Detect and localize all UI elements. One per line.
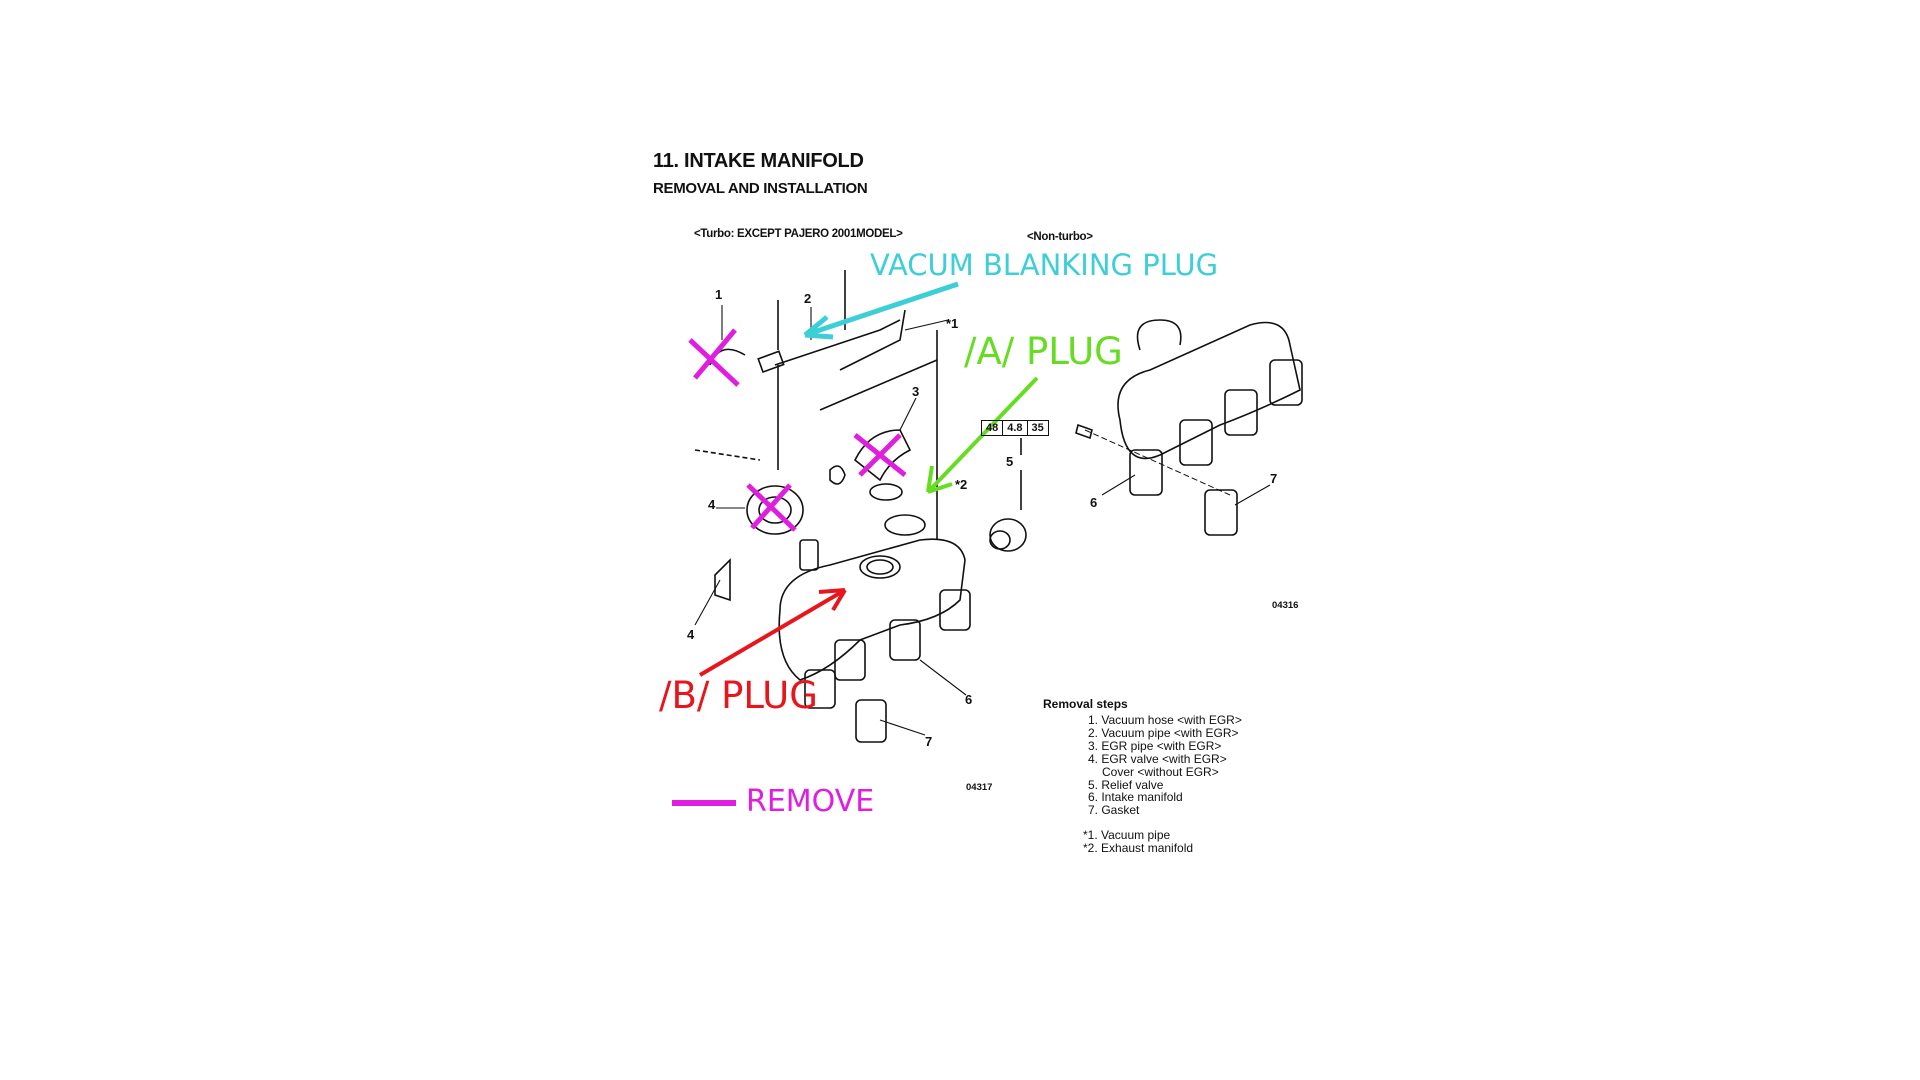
removal-step: 1. Vacuum hose <with EGR> [1088, 713, 1242, 727]
torque-value: 35 [1026, 421, 1048, 435]
egr-pipe [829, 429, 926, 536]
torque-value: 48 [986, 422, 999, 434]
part-number: 4 [687, 627, 695, 642]
removal-step: 3. EGR pipe <with EGR> [1088, 738, 1222, 753]
gasket [855, 699, 887, 743]
non-turbo-variant-label: <Non-turbo> [1027, 231, 1093, 243]
removal-steps-list: 1. Vacuum hose <with EGR> 2. Vacuum pipe… [1083, 713, 1242, 855]
torque-spec-box: 48 4.8 35 [981, 420, 1049, 436]
part-number: 5 [1006, 454, 1014, 469]
part-number: *1 [946, 316, 959, 331]
removal-note: *2. Exhaust manifold [1083, 841, 1194, 856]
vacuum-plug-arrow [803, 281, 959, 340]
part-number: *2 [955, 477, 968, 492]
intake-manifold-non-turbo [1075, 319, 1303, 536]
page-title: 11. INTAKE MANIFOLD [653, 150, 864, 172]
a-plug-label: /A/ PLUG [964, 330, 1123, 373]
part-number: 7 [925, 734, 933, 749]
part-number: 4 [708, 497, 716, 512]
removal-step: 5. Relief valve [1088, 777, 1164, 792]
removal-step: Cover <without EGR> [1102, 764, 1219, 779]
torque-value: 4.8 [1002, 421, 1026, 435]
part-number: 7 [1270, 471, 1278, 486]
part-number: 6 [965, 692, 973, 707]
vacuum-blanking-plug-label: VACUM BLANKING PLUG [870, 248, 1219, 282]
removal-step: 6. Intake manifold [1088, 790, 1183, 805]
relief-valve [989, 438, 1027, 552]
part-number: 6 [1090, 495, 1098, 510]
vacuum-hose-pipe [694, 270, 938, 540]
removal-note: *1. Vacuum pipe [1083, 828, 1171, 843]
remove-marks [688, 328, 907, 532]
b-plug-label: /B/ PLUG [659, 674, 818, 717]
removal-step: 4. EGR valve <with EGR> [1088, 751, 1227, 766]
figure-code: 04316 [1272, 600, 1299, 611]
removal-step: 2. Vacuum pipe <with EGR> [1088, 725, 1239, 740]
gasket [1204, 489, 1238, 536]
turbo-variant-label: <Turbo: EXCEPT PAJERO 2001MODEL> [694, 228, 903, 240]
part-number: 1 [715, 287, 723, 302]
intake-manifold-turbo [778, 538, 971, 743]
b-plug-arrow [698, 588, 847, 677]
part-number: 3 [912, 384, 920, 399]
remove-legend-label: REMOVE [746, 784, 875, 819]
removal-step: 7. Gasket [1088, 803, 1140, 818]
removal-steps-heading: Removal steps [1043, 697, 1128, 711]
figure-code: 04317 [966, 782, 993, 793]
leader-lines [694, 305, 1271, 736]
part-number: 2 [804, 291, 812, 306]
page-subtitle: REMOVAL AND INSTALLATION [653, 180, 868, 197]
